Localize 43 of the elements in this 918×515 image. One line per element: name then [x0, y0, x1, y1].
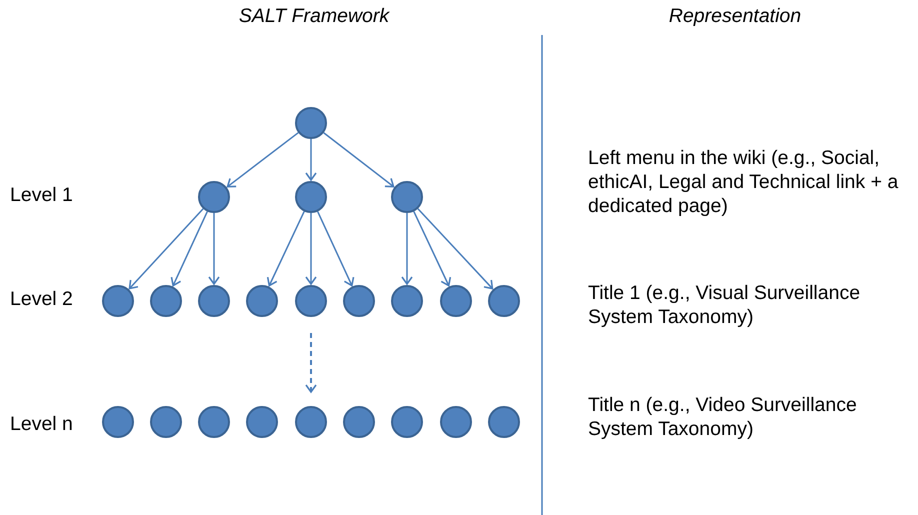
representation-text: Title 1 (e.g., Visual Surveillance System Taxonomy): [588, 281, 862, 329]
circle-node: [102, 285, 134, 317]
circle-node: [150, 285, 182, 317]
circle-node: [343, 406, 375, 438]
arrow: [417, 208, 494, 290]
circle-node: [198, 285, 230, 317]
circle-node: [295, 285, 327, 317]
arrow: [305, 139, 317, 181]
circle-node: [440, 406, 472, 438]
column-heading: Representation: [668, 4, 802, 28]
level-label: Level n: [10, 412, 73, 436]
circle-node: [343, 285, 375, 317]
circle-node: [198, 406, 230, 438]
arrow: [128, 208, 204, 290]
level-label: Level 1: [10, 183, 73, 207]
arrow: [413, 211, 452, 286]
circle-node: [440, 285, 472, 317]
circle-node: [246, 406, 278, 438]
circle-node: [488, 285, 520, 317]
circle-node: [295, 406, 327, 438]
circle-node: [391, 406, 423, 438]
circle-node: [488, 406, 520, 438]
circle-node: [246, 285, 278, 317]
arrow: [401, 213, 413, 285]
arrow: [305, 333, 317, 393]
circle-node: [150, 406, 182, 438]
level-label: Level 2: [10, 287, 73, 311]
circle-node: [391, 181, 423, 213]
arrow: [266, 211, 305, 286]
circle-node: [198, 181, 230, 213]
circle-node: [102, 406, 134, 438]
circle-node: [391, 285, 423, 317]
arrow: [305, 213, 317, 285]
representation-text: Title n (e.g., Video Surveillance System Taxonomy): [588, 393, 858, 441]
arrow: [317, 211, 354, 286]
arrow: [170, 211, 208, 286]
circle-node: [295, 107, 327, 139]
circle-node: [295, 181, 327, 213]
column-heading: SALT Framework: [238, 4, 391, 28]
arrow: [323, 132, 394, 188]
arrow: [226, 132, 299, 188]
arrow: [208, 213, 220, 285]
representation-text: Left menu in the wiki (e.g., Social, ethicAI, Legal and Technical link + a dedicated page): [588, 146, 900, 218]
